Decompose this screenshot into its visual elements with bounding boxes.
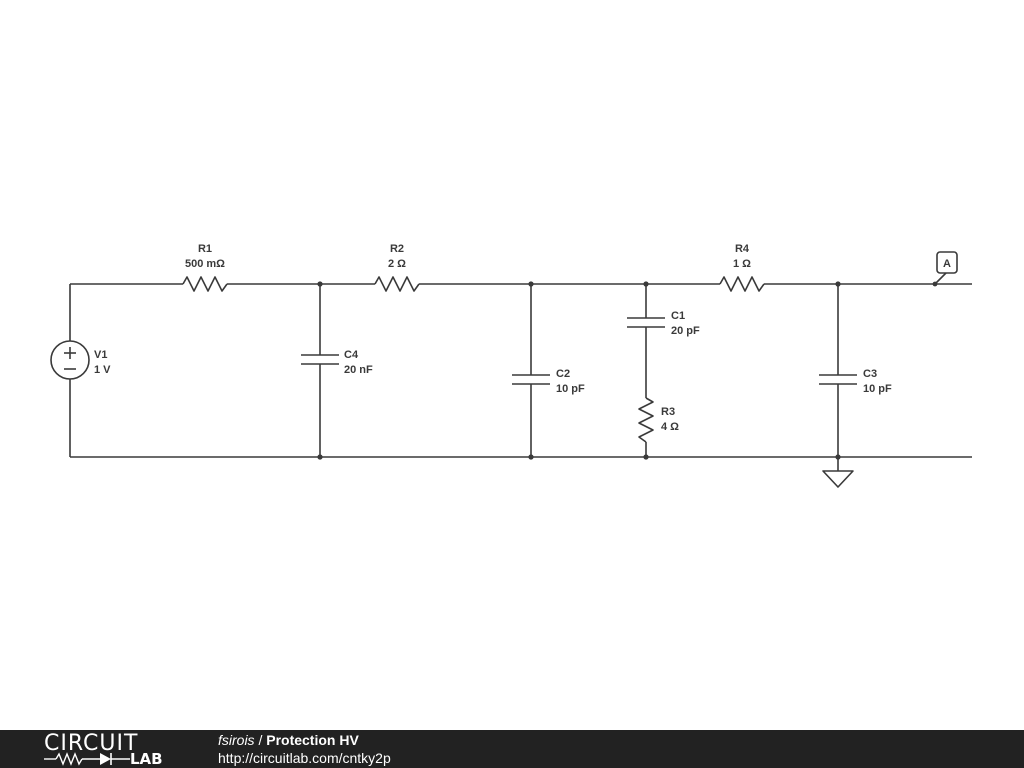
r4-value-label: 1 Ω [733,258,751,270]
c4-value-label: 20 nF [344,364,373,376]
circuit-title[interactable]: Protection HV [266,732,359,748]
probe-a[interactable]: A [932,251,958,287]
r1-name-label: R1 [198,243,212,255]
capacitor-c2[interactable]: C2 10 pF [512,284,585,457]
c3-name-label: C3 [863,368,877,380]
capacitor-c1[interactable]: C1 20 pF [627,284,700,398]
resistor-r3[interactable]: R3 4 Ω [638,397,679,457]
title-separator: / [254,732,267,748]
resistor-r2[interactable]: R2 2 Ω [374,243,420,292]
ground-symbol[interactable] [822,457,854,488]
resistor-r1[interactable]: R1 500 mΩ [182,243,228,292]
resistor-r4[interactable]: R4 1 Ω [719,243,765,292]
capacitor-c4[interactable]: C4 20 nF [301,284,373,457]
r4-name-label: R4 [735,243,750,255]
logo-text-lab: LAB [130,750,163,768]
footer-info: fsirois / Protection HV http://circuitla… [218,731,391,768]
c1-value-label: 20 pF [671,325,700,337]
footer-bar: CIRCUIT LAB fsirois / Protection HV http… [0,730,1024,768]
v1-value-label: 1 V [94,364,111,376]
c1-name-label: C1 [671,310,685,322]
r3-name-label: R3 [661,406,675,418]
r2-name-label: R2 [390,243,404,255]
c3-value-label: 10 pF [863,383,892,395]
r3-value-label: 4 Ω [661,421,679,433]
footer-title-line: fsirois / Protection HV [218,731,391,749]
logo-text-circuit: CIRCUIT [44,731,139,756]
resistor-diode-logo-icon [44,752,130,766]
circuitlab-logo[interactable]: CIRCUIT LAB [44,731,176,768]
c2-name-label: C2 [556,368,570,380]
c4-name-label: C4 [344,349,359,361]
circuit-url-link[interactable]: http://circuitlab.com/cntky2p [218,750,391,766]
circuit-schematic: V1 1 V R1 500 mΩ R2 2 Ω R4 1 Ω C4 20 nF … [50,243,972,488]
c2-value-label: 10 pF [556,383,585,395]
probe-a-label: A [943,258,951,270]
r1-value-label: 500 mΩ [185,258,225,270]
v1-name-label: V1 [94,349,107,361]
capacitor-c3[interactable]: C3 10 pF [819,284,892,457]
voltage-source-v1[interactable]: V1 1 V [50,284,111,457]
r2-value-label: 2 Ω [388,258,406,270]
author-link[interactable]: fsirois [218,732,255,748]
junction-dots [317,281,841,460]
